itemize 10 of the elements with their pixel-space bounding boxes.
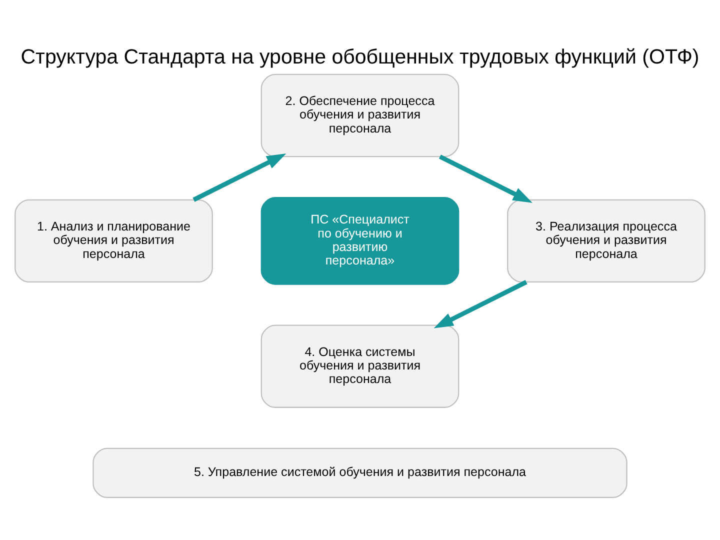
node-box: ПС «Специалист по обучению и развитию персонала» [260,197,460,285]
diagram-title: Структура Стандарта на уровне обобщенных трудовых функций (ОТФ) [20,46,700,69]
arrow [192,154,286,202]
arrow [438,154,532,203]
node-box: 4. Оценка системы обучения и развития персонала [260,324,460,408]
node-box: 1. Анализ и планирование обучения и развития персонала [14,199,213,283]
arrow [434,280,528,328]
node-box: 2. Обеспечение процесса обучения и развития персонала [260,74,460,158]
node-box: 5. Управление системой обучения и развития персонала [92,448,628,498]
node-box: 3. Реализация процесса обучения и развития персонала [507,199,706,283]
